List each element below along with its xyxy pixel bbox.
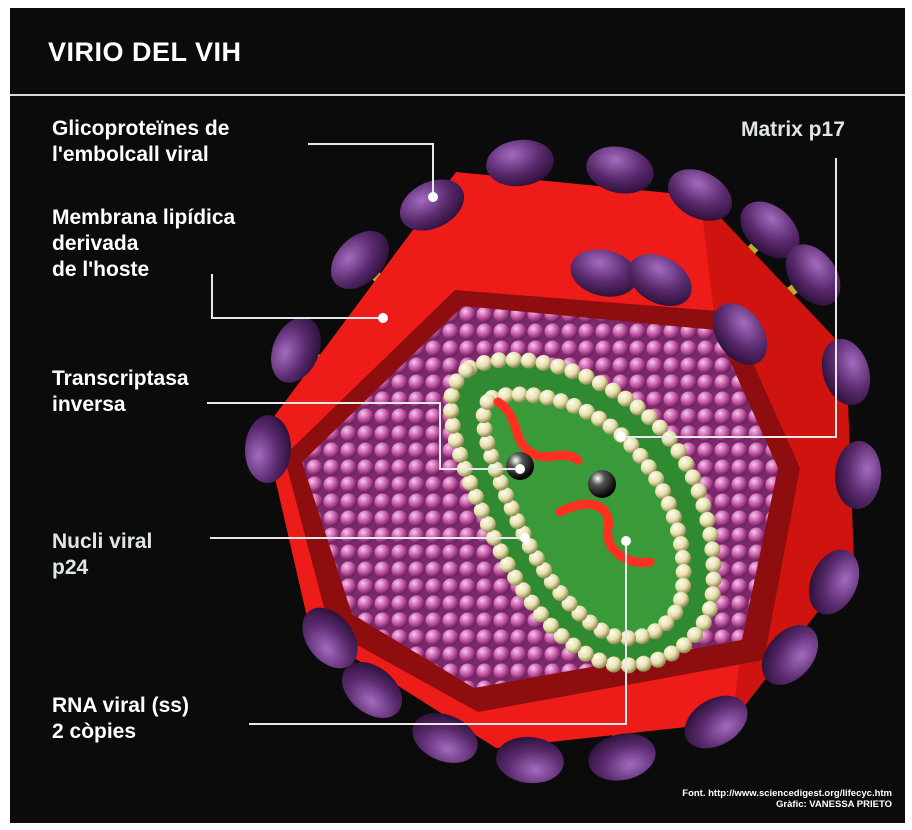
label-viral-core: Nucli viral p24: [52, 529, 152, 581]
capsid-bead: [685, 469, 701, 485]
capsid-bead: [445, 418, 461, 434]
capsid-bead: [704, 542, 720, 558]
capsid-bead: [480, 394, 496, 410]
capsid-bead: [526, 387, 542, 403]
capsid-bead: [491, 352, 507, 368]
capsid-bead: [675, 578, 691, 594]
capsid-bead: [443, 403, 459, 419]
capsid-bead: [699, 512, 715, 528]
capsid-bead: [620, 630, 636, 646]
label-lipid-membrane: Membrana lipídica derivada de l'hoste: [52, 205, 235, 283]
label-reverse-transcriptase: Transcriptasa inversa: [52, 366, 189, 418]
capsid-bead: [676, 564, 692, 580]
capsid-bead: [452, 447, 468, 463]
capsid-bead: [458, 362, 474, 378]
capsid-bead: [479, 435, 495, 451]
capsid-bead: [444, 388, 460, 404]
capsid-bead: [540, 390, 556, 406]
title-divider: [10, 94, 905, 96]
capsid-bead: [664, 646, 680, 662]
capsid-bead: [702, 601, 718, 617]
source-credit: Font. http://www.sciencedigest.org/lifec…: [682, 788, 892, 799]
capsid-bead: [550, 359, 566, 375]
capsid-bead: [468, 489, 484, 505]
capsid-bead: [462, 475, 478, 491]
capsid-bead: [636, 656, 652, 672]
capsid-bead: [650, 652, 666, 668]
capsid-bead: [512, 387, 528, 403]
page-title: VIRIO DEL VIH: [48, 37, 242, 68]
capsid-bead: [536, 355, 552, 371]
capsid-bead: [506, 352, 522, 368]
capsid-bead: [706, 557, 722, 573]
capsid-bead: [673, 536, 689, 552]
capsid-bead: [606, 657, 622, 673]
callout-glycoproteins: [308, 144, 433, 196]
capsid-bead: [702, 527, 718, 543]
capsid-bead: [474, 503, 490, 519]
capsid-bead: [634, 628, 650, 644]
credits: Font. http://www.sciencedigest.org/lifec…: [682, 788, 892, 810]
capsid-bead: [691, 483, 707, 499]
capsid-bead: [564, 363, 580, 379]
capsid-bead: [706, 572, 722, 588]
label-matrix: Matrix p17: [741, 117, 845, 143]
capsid-bead: [476, 355, 492, 371]
capsid-bead: [477, 421, 493, 437]
capsid-bead: [670, 523, 686, 539]
capsid-bead: [521, 353, 537, 369]
capsid-bead: [705, 586, 721, 602]
capsid-bead: [621, 657, 637, 673]
capsid-bead: [448, 432, 464, 448]
graphic-credit: Gràfic: VANESSA PRIETO: [682, 799, 892, 810]
capsid-bead: [675, 550, 691, 566]
label-viral-rna: RNA viral (ss) 2 còpies: [52, 693, 189, 745]
capsid-bead: [480, 516, 496, 532]
capsid-bead: [696, 498, 712, 514]
label-glycoproteins: Glicoproteïnes de l'embolcall viral: [52, 116, 229, 168]
reverse-transcriptase-molecule: [588, 470, 616, 498]
